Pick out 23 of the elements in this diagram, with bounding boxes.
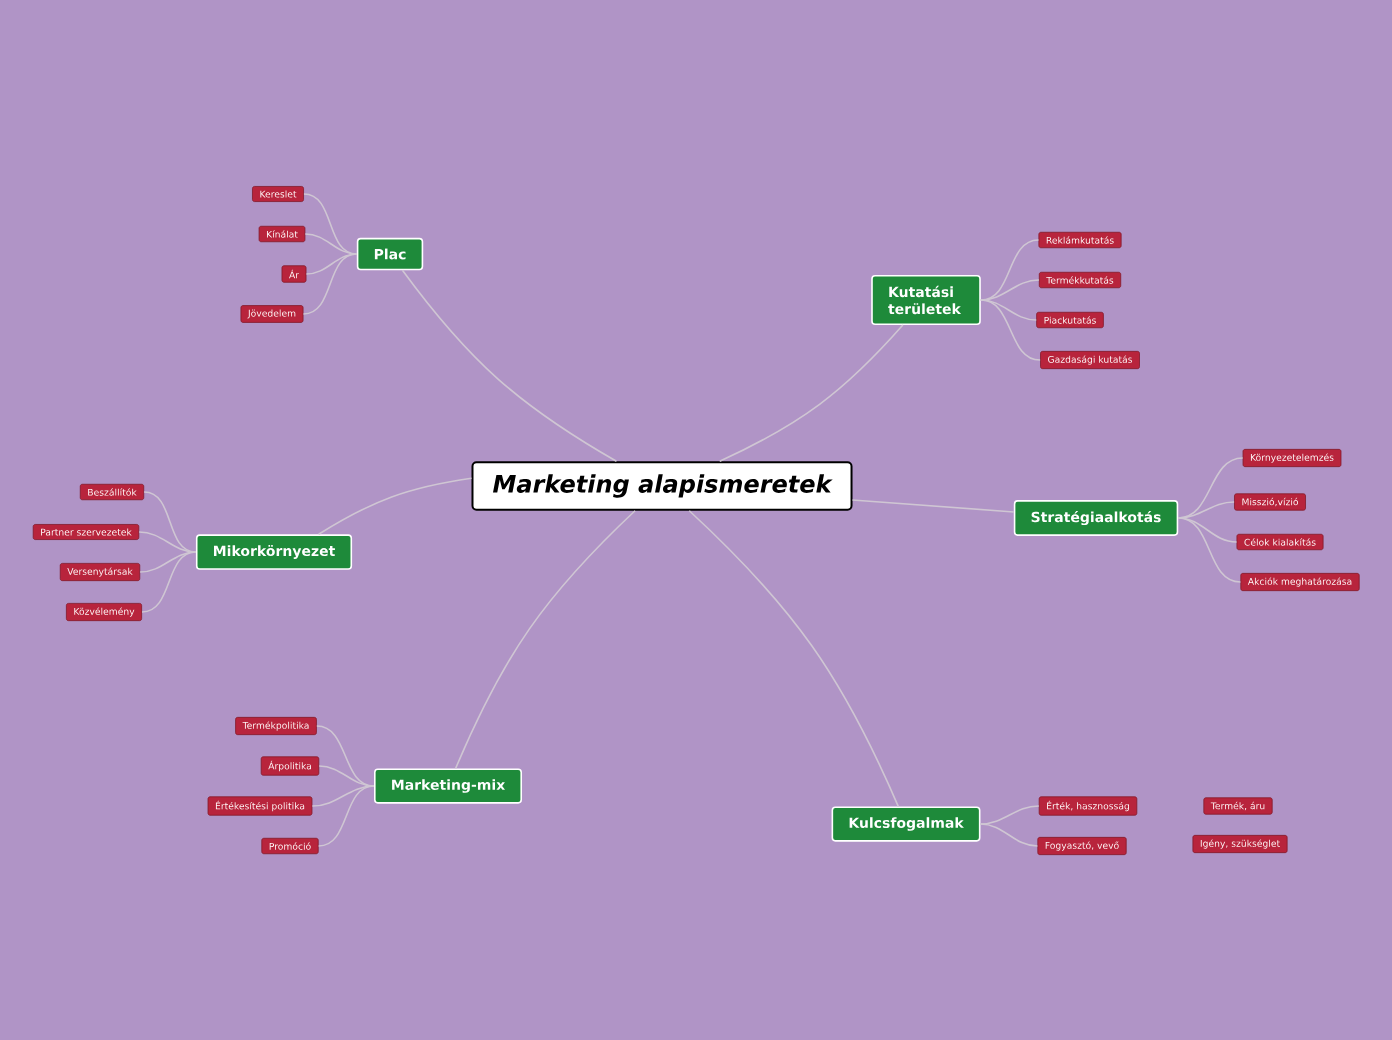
connector-line bbox=[454, 509, 636, 770]
connector-line bbox=[979, 823, 1039, 847]
connector-line bbox=[304, 233, 358, 255]
connector-line bbox=[318, 765, 375, 787]
connector-line bbox=[979, 805, 1040, 825]
central-topic-box: Marketing alapismeretek bbox=[471, 461, 853, 511]
connector-line bbox=[718, 324, 904, 463]
connector-line bbox=[401, 269, 618, 463]
connector-line bbox=[302, 253, 358, 315]
connector-line bbox=[851, 499, 1015, 513]
connector-line bbox=[1177, 501, 1235, 519]
connector-line bbox=[688, 509, 900, 808]
connector-line bbox=[143, 491, 197, 553]
connector-line bbox=[317, 785, 375, 847]
connector-line bbox=[1177, 517, 1238, 543]
connector-line bbox=[303, 193, 358, 255]
connector-line bbox=[317, 477, 473, 536]
connector-line bbox=[138, 531, 197, 553]
connector-line bbox=[316, 725, 375, 787]
connector-line bbox=[980, 239, 1040, 301]
connector-line bbox=[1177, 517, 1242, 583]
connector-line bbox=[980, 299, 1041, 361]
connector-line bbox=[141, 551, 197, 613]
